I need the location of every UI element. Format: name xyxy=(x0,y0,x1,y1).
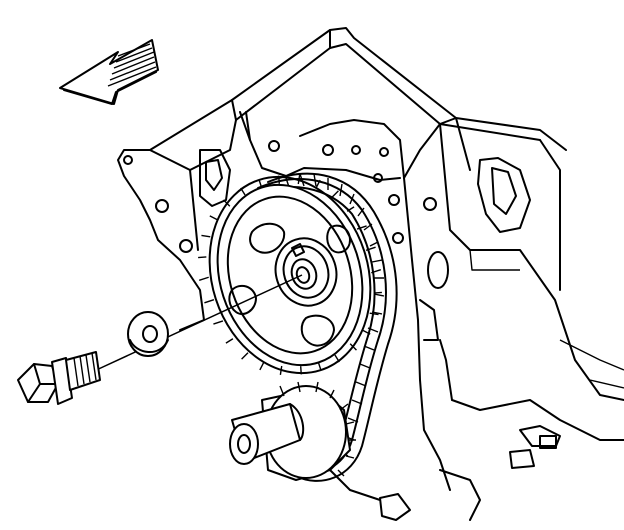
washer xyxy=(127,311,169,357)
alignment-line xyxy=(91,274,303,373)
crankshaft-sprocket xyxy=(229,381,356,481)
direction-arrow xyxy=(59,39,159,105)
sprocket-bolt xyxy=(17,351,101,405)
camshaft-sprocket xyxy=(198,175,382,375)
timing-chain xyxy=(247,172,398,482)
engine-block xyxy=(117,27,624,521)
